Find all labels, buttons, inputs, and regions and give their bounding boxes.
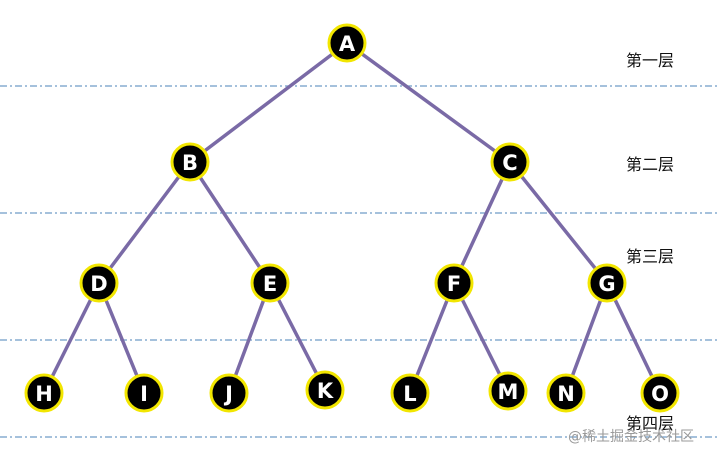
node-label-L: L (403, 382, 416, 406)
node-circle-L (390, 373, 430, 413)
edge-A-C (345, 41, 512, 164)
node-label-I: I (140, 382, 148, 406)
node-circle-H (24, 373, 64, 413)
node-circle-K (305, 370, 345, 410)
node-label-O: O (651, 382, 669, 406)
node-M: M (488, 371, 528, 411)
node-circle-C (490, 142, 530, 182)
node-circle-A (327, 23, 367, 63)
edge-G-O (605, 281, 662, 395)
node-O: O (640, 373, 680, 413)
node-C: C (490, 142, 530, 182)
level-dividers (0, 85, 720, 438)
edge-C-F (452, 160, 512, 285)
node-I: I (124, 373, 164, 413)
edge-D-I (97, 281, 146, 395)
level-label-1: 第一层 (626, 51, 674, 70)
node-circle-M (488, 371, 528, 411)
node-D: D (79, 263, 119, 303)
edge-F-L (408, 281, 456, 395)
node-label-E: E (263, 272, 277, 296)
level-label-2: 第二层 (626, 155, 674, 174)
edge-F-M (452, 281, 510, 393)
node-F: F (434, 263, 474, 303)
node-G: G (587, 263, 627, 303)
node-label-G: G (598, 272, 615, 296)
edge-E-K (268, 281, 327, 392)
node-H: H (24, 373, 64, 413)
node-label-M: M (498, 380, 519, 404)
edge-A-B (188, 41, 349, 164)
edge-E-J (227, 281, 272, 395)
node-circle-J (209, 373, 249, 413)
node-circle-G (587, 263, 627, 303)
watermark-text: @稀土掘金技术社区 (568, 429, 694, 445)
node-label-K: K (317, 379, 334, 403)
node-circle-I (124, 373, 164, 413)
node-A: A (327, 23, 367, 63)
node-N: N (546, 373, 586, 413)
tree-edges (42, 41, 662, 395)
level-label-3: 第三层 (626, 247, 674, 266)
edge-B-D (97, 160, 192, 285)
node-label-A: A (339, 32, 356, 56)
node-E: E (250, 263, 290, 303)
node-J: J (209, 373, 249, 413)
node-L: L (390, 373, 430, 413)
edge-G-N (564, 281, 609, 395)
node-circle-B (170, 142, 210, 182)
node-circle-N (546, 373, 586, 413)
node-label-H: H (35, 382, 53, 406)
node-K: K (305, 370, 345, 410)
node-label-D: D (90, 272, 107, 296)
node-circle-E (250, 263, 290, 303)
level-label-4: 第四层 (626, 414, 674, 433)
node-label-N: N (557, 382, 575, 406)
node-label-C: C (502, 151, 517, 175)
edge-B-E (188, 160, 272, 285)
node-label-B: B (182, 151, 198, 175)
edge-C-G (508, 160, 609, 285)
edge-D-H (42, 281, 101, 395)
node-circle-O (640, 373, 680, 413)
node-circle-D (79, 263, 119, 303)
tree-nodes: A B C D E F G H I J K L M N O (24, 23, 680, 413)
node-B: B (170, 142, 210, 182)
node-circle-F (434, 263, 474, 303)
node-label-F: F (447, 272, 461, 296)
node-label-J: J (223, 382, 233, 406)
